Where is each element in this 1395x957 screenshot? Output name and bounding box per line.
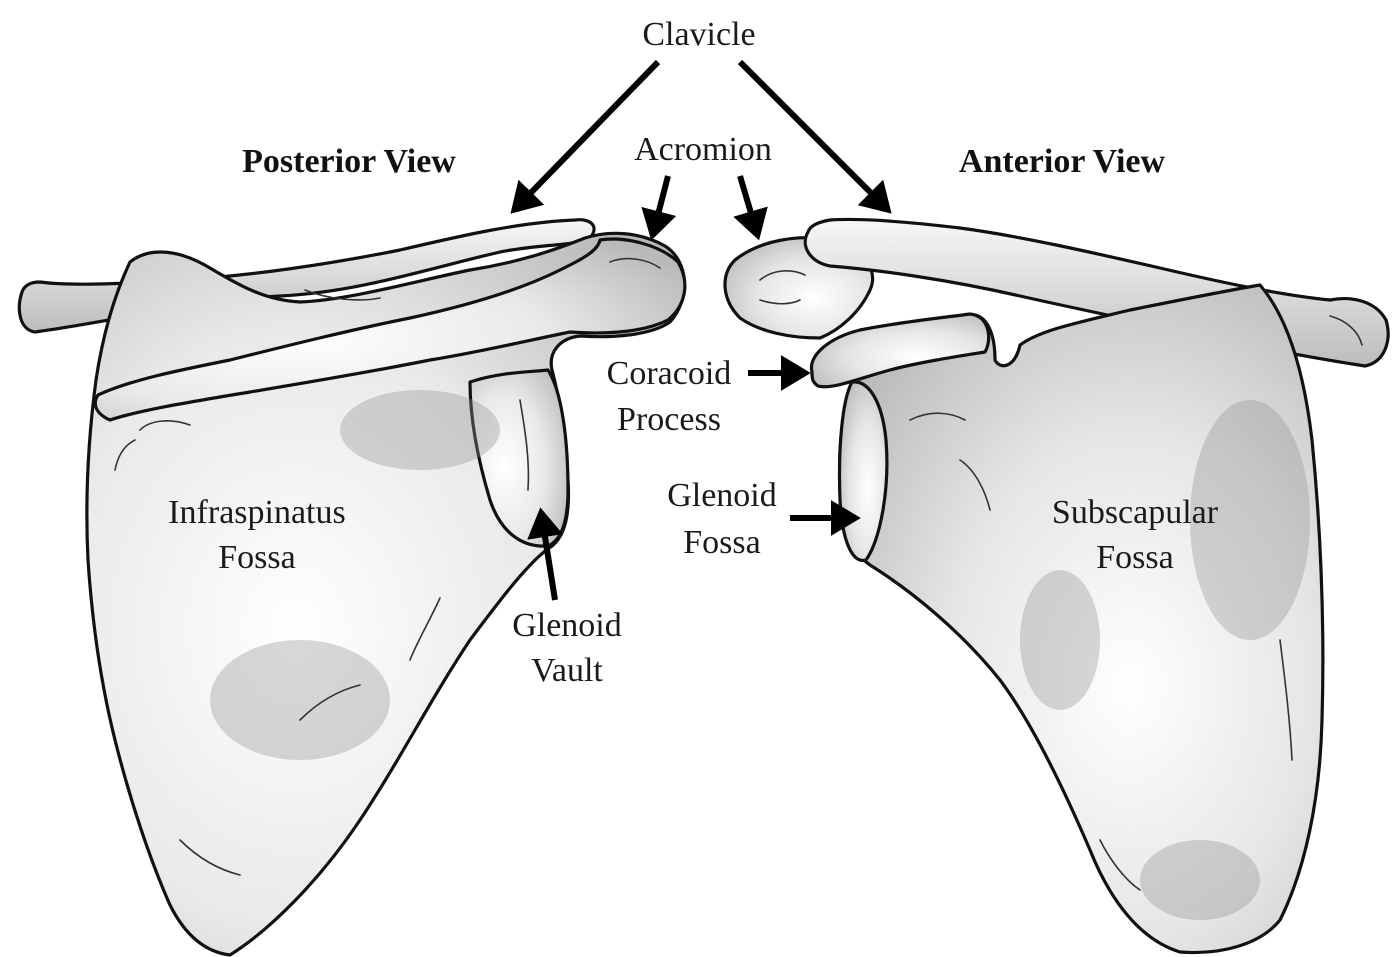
subscapular-label-1: Subscapular bbox=[1052, 494, 1219, 531]
posterior-view-label: Posterior View bbox=[242, 143, 456, 180]
glenoid-vault-label-2: Vault bbox=[531, 652, 603, 689]
glenoid-fossa-label-2: Fossa bbox=[683, 524, 760, 561]
anterior-view-label: Anterior View bbox=[959, 143, 1166, 180]
infraspinatus-label-1: Infraspinatus bbox=[168, 494, 346, 531]
glenoid-vault-label-1: Glenoid bbox=[512, 607, 622, 644]
acromion-label: Acromion bbox=[634, 131, 772, 168]
subscapular-label-2: Fossa bbox=[1096, 539, 1173, 576]
acromion-arrow-right bbox=[740, 176, 756, 230]
glenoid-fossa-label-1: Glenoid bbox=[667, 477, 777, 514]
acromion-arrow-left bbox=[654, 176, 668, 230]
coracoid-label-1: Coracoid bbox=[607, 355, 732, 392]
infraspinatus-label-2: Fossa bbox=[218, 539, 295, 576]
coracoid-label-2: Process bbox=[617, 401, 721, 438]
anterior-scapula bbox=[725, 219, 1388, 952]
clavicle-label: Clavicle bbox=[642, 16, 755, 53]
posterior-scapula bbox=[19, 220, 685, 955]
